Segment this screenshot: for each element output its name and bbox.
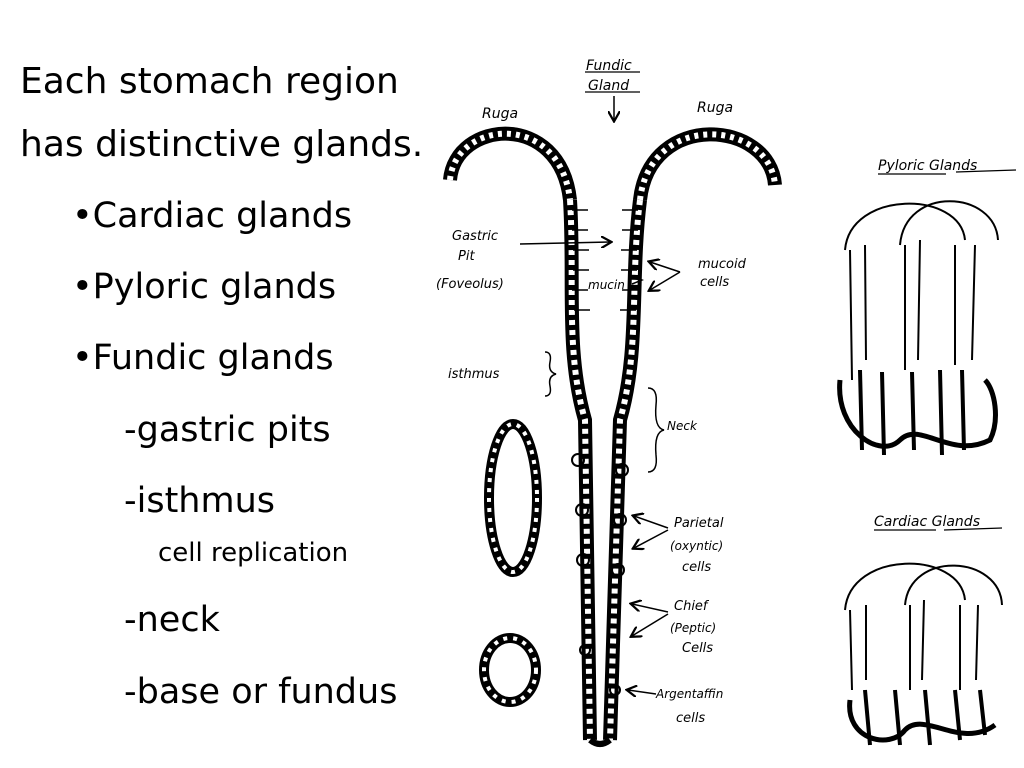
label-gland: Gland (588, 78, 629, 94)
slide-heading-line-1: Each stomach region (20, 61, 399, 102)
fundic-gland-drawing (443, 126, 782, 747)
sub-item-gastric-pits: -gastric pits (124, 410, 331, 450)
bullet-pyloric-glands: •Pyloric glands (72, 267, 337, 307)
isthmus-note: cell replication (158, 538, 349, 568)
label-oxyntic: (oxyntic) (670, 539, 723, 553)
sub-item-isthmus: -isthmus (124, 481, 276, 521)
label-fundic: Fundic (586, 58, 632, 74)
label-mucin: mucin (588, 278, 625, 292)
label-ruga-right: Ruga (697, 100, 733, 116)
label-parietal-cells: cells (682, 560, 711, 575)
cardiac-glands-drawing (844, 562, 1003, 746)
bullet-cardiac-glands: •Cardiac glands (72, 196, 353, 236)
label-foveolus: (Foveolus) (436, 277, 504, 292)
label-argentaffin-cells: cells (676, 711, 705, 726)
label-argentaffin: Argentaffin (655, 687, 723, 701)
label-pit: Pit (458, 249, 475, 264)
label-parietal: Parietal (674, 516, 724, 531)
label-isthmus: isthmus (448, 367, 500, 382)
label-pyloric-glands: Pyloric Glands (878, 158, 977, 174)
label-mucoid-cells: cells (700, 275, 729, 290)
label-gastric: Gastric (452, 229, 498, 244)
bullet-fundic-glands: •Fundic glands (72, 338, 334, 378)
label-cardiac-glands: Cardiac Glands (874, 514, 980, 530)
cross-section-small (479, 633, 541, 707)
label-ruga-left: Ruga (482, 106, 518, 122)
label-mucoid: mucoid (698, 257, 747, 272)
slide-heading-line-2: has distinctive glands. (20, 124, 424, 165)
label-chief: Chief (674, 599, 710, 614)
label-peptic: (Peptic) (670, 621, 716, 635)
label-chief-cells: Cells (682, 641, 713, 656)
pyloric-glands-drawing (837, 200, 999, 456)
sub-item-neck: -neck (124, 600, 220, 640)
label-neck: Neck (667, 419, 698, 433)
sub-item-base-or-fundus: -base or fundus (124, 672, 398, 712)
